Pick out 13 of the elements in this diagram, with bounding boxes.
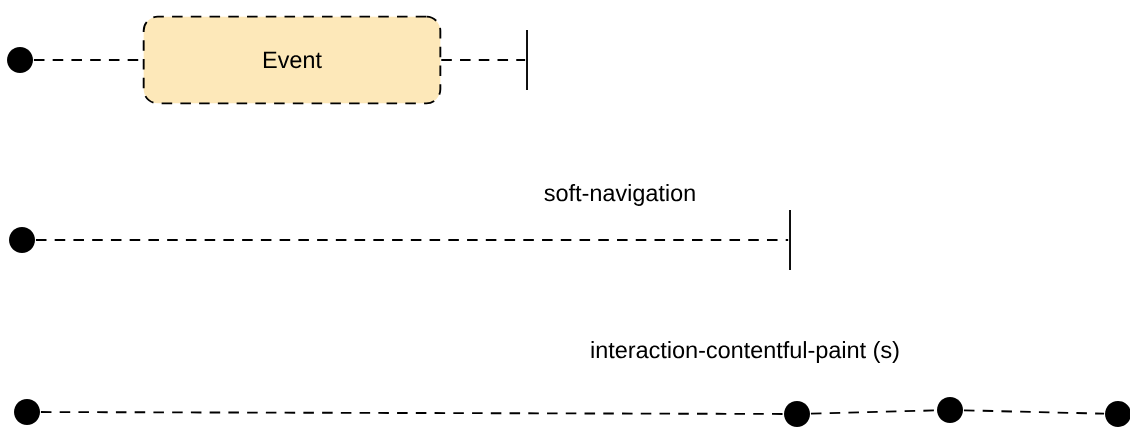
timeline-line [963,409,1105,415]
timeline-line [40,411,784,415]
timeline-label: soft-navigation [544,184,695,206]
timeline-label: interaction-contentful-paint (s) [591,341,899,363]
start-dot [9,227,35,253]
start-dot [784,401,810,427]
start-dot [7,47,33,73]
timeline-line [810,409,937,415]
event-box: Event [142,15,442,105]
start-dot [14,399,40,425]
start-dot [937,397,963,423]
timeline-line [440,59,527,61]
timeline-line [35,239,790,241]
